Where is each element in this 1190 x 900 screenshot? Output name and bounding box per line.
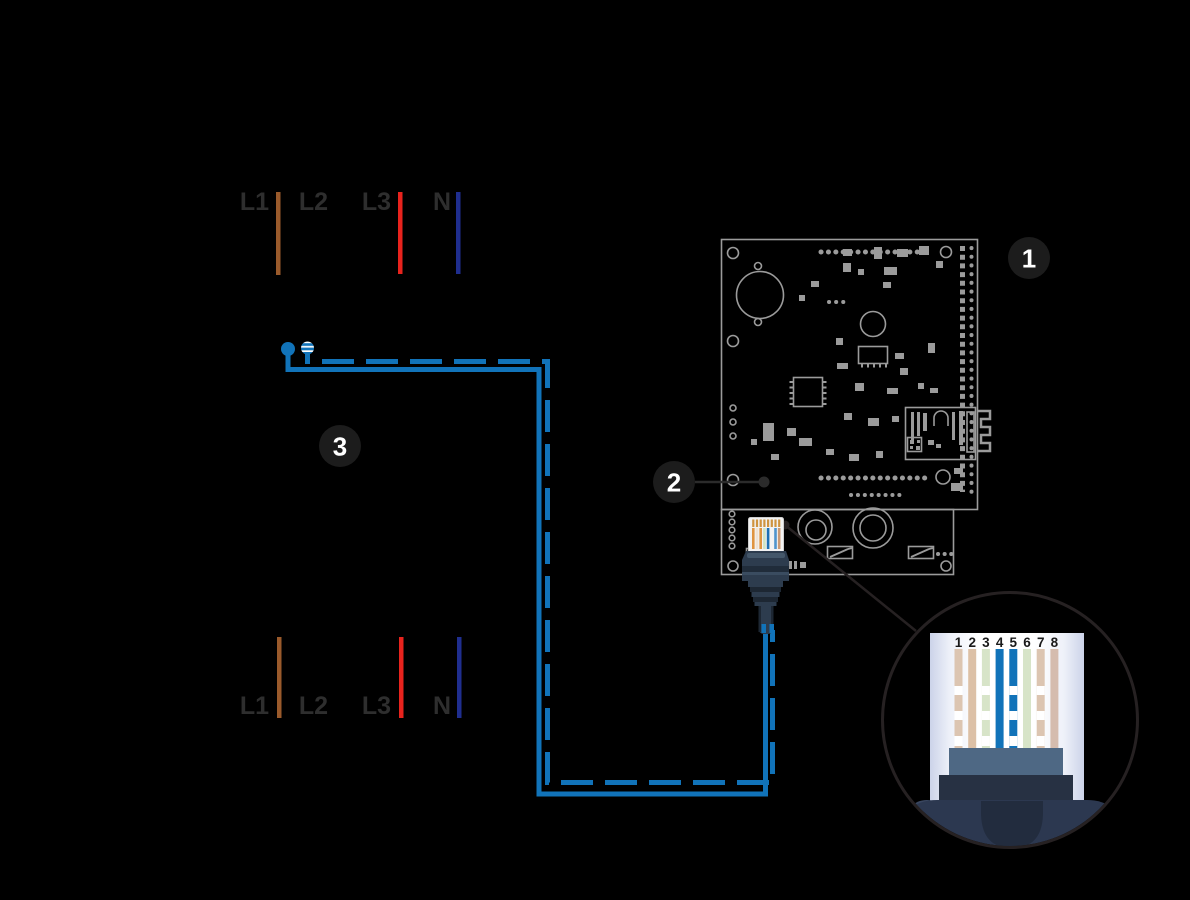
pin-numbers: 1 2 3 4 5 6 7 8 xyxy=(955,635,1059,650)
cable-dashed-wire xyxy=(305,350,775,785)
callout-badge-2: 2 xyxy=(653,461,695,503)
pcb-board xyxy=(720,238,992,576)
phase-label-n-bottom: N xyxy=(433,692,451,720)
mount-hole xyxy=(727,560,739,572)
mount-hole xyxy=(726,334,740,348)
wifi-antenna-trace xyxy=(977,409,992,453)
crystal-circle xyxy=(859,310,887,338)
mount-hole xyxy=(940,560,952,572)
callout-badge-3-label: 3 xyxy=(333,432,347,462)
phase-label-l3-top: L3 xyxy=(362,188,391,216)
wire-end-striped-dot xyxy=(301,341,314,355)
pin-number-8: 8 xyxy=(1051,635,1059,650)
phase-label-l1-bottom: L1 xyxy=(240,692,269,720)
closeup-wires xyxy=(954,649,1059,748)
rj45-wires xyxy=(752,528,781,549)
phase-line-n-bottom xyxy=(457,637,462,718)
wire-end-solid-dot xyxy=(281,342,295,356)
mount-hole xyxy=(726,246,740,260)
pin-number-1: 1 xyxy=(955,635,963,650)
phase-label-n-top: N xyxy=(433,188,451,216)
pin-number-5: 5 xyxy=(1010,635,1018,650)
so-ic xyxy=(857,345,889,368)
magnifier-ring xyxy=(881,591,1139,849)
magnifier-content: 1 2 3 4 5 6 7 8 xyxy=(889,633,1133,846)
pad xyxy=(753,317,763,327)
leader-dot xyxy=(758,476,770,488)
pad-circle xyxy=(935,469,951,485)
callout-badge-1: 1 xyxy=(1008,237,1050,279)
phase-line-l3-top xyxy=(398,192,403,274)
phase-line-l1-bottom xyxy=(277,637,282,718)
pin-number-2: 2 xyxy=(968,635,976,650)
closeup-boot-shadow xyxy=(981,801,1043,846)
pad xyxy=(729,432,737,440)
p1-cable-pair xyxy=(281,341,775,797)
phase-label-l1-top: L1 xyxy=(240,188,269,216)
phase-line-l2-bottom xyxy=(338,637,343,718)
phase-label-l2-top: L2 xyxy=(299,188,328,216)
switch-symbol xyxy=(910,547,934,558)
pin-number-4: 4 xyxy=(996,635,1004,650)
phase-lines-top: L1 L2 L3 N xyxy=(240,188,461,275)
rj45-gold-pins xyxy=(752,519,781,527)
phase-label-l3-bottom: L3 xyxy=(362,692,391,720)
qfp-ic xyxy=(789,376,827,408)
callout-2-leader xyxy=(695,476,770,488)
pad xyxy=(753,261,763,271)
pad xyxy=(729,404,737,412)
phase-line-n-top xyxy=(456,192,461,274)
pin-number-6: 6 xyxy=(1023,635,1031,650)
smd-components xyxy=(751,246,963,569)
switch-symbol xyxy=(829,547,853,558)
callout-badge-3: 3 xyxy=(319,425,361,467)
cable-solid-wire xyxy=(285,350,768,797)
phase-lines-bottom: L1 L2 L3 N xyxy=(240,637,462,720)
phase-line-l2-top xyxy=(337,192,342,275)
pin-number-3: 3 xyxy=(982,635,990,650)
phase-line-l3-bottom xyxy=(399,637,404,718)
rj45-cable-stub xyxy=(758,604,774,634)
mount-hole xyxy=(726,473,740,487)
mount-hole xyxy=(939,245,953,259)
wifi-module xyxy=(904,406,992,461)
closeup-wire-clamp xyxy=(949,748,1063,775)
pin-number-7: 7 xyxy=(1037,635,1045,650)
pcb-lower-parts xyxy=(728,507,954,563)
phase-label-l2-bottom: L2 xyxy=(299,692,328,720)
callout-badge-2-label: 2 xyxy=(667,468,681,498)
rj45-plug xyxy=(742,517,789,634)
magnifier-circle: 1 2 3 4 5 6 7 8 xyxy=(881,591,1139,849)
pad xyxy=(729,418,737,426)
callout-badges: 1 2 3 xyxy=(319,237,1050,503)
callout-badge-1-label: 1 xyxy=(1022,244,1036,274)
pcb-lower-outline xyxy=(720,508,955,576)
phase-line-l1-top xyxy=(276,192,281,275)
